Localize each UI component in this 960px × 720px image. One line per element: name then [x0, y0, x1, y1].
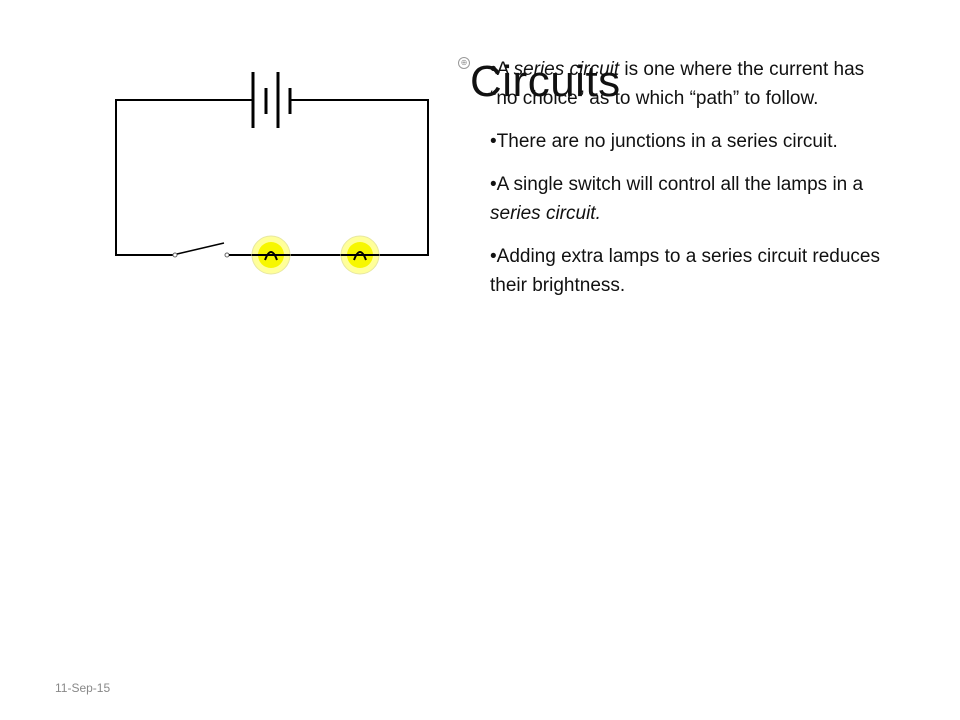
bullet-item: •There are no junctions in a series circ… — [490, 131, 838, 152]
bullet-item: •Adding extra lamps to a series circuit … — [490, 246, 880, 296]
bullet-item: •A series circuit is one where the curre… — [490, 59, 865, 109]
slide-title: Circuits — [470, 57, 621, 106]
lamp-icon — [340, 235, 380, 275]
series-circuit-diagram — [115, 72, 429, 275]
footer-date: 11-Sep-15 — [55, 681, 111, 695]
battery-icon — [251, 72, 292, 128]
bullet-list: •A series circuit is one where the curre… — [490, 55, 880, 314]
bullet-item: •A single switch will control all the la… — [490, 174, 864, 224]
placeholder-icon: ⊕ — [458, 57, 470, 69]
switch-icon — [172, 242, 230, 258]
lamp-icon — [251, 235, 291, 275]
